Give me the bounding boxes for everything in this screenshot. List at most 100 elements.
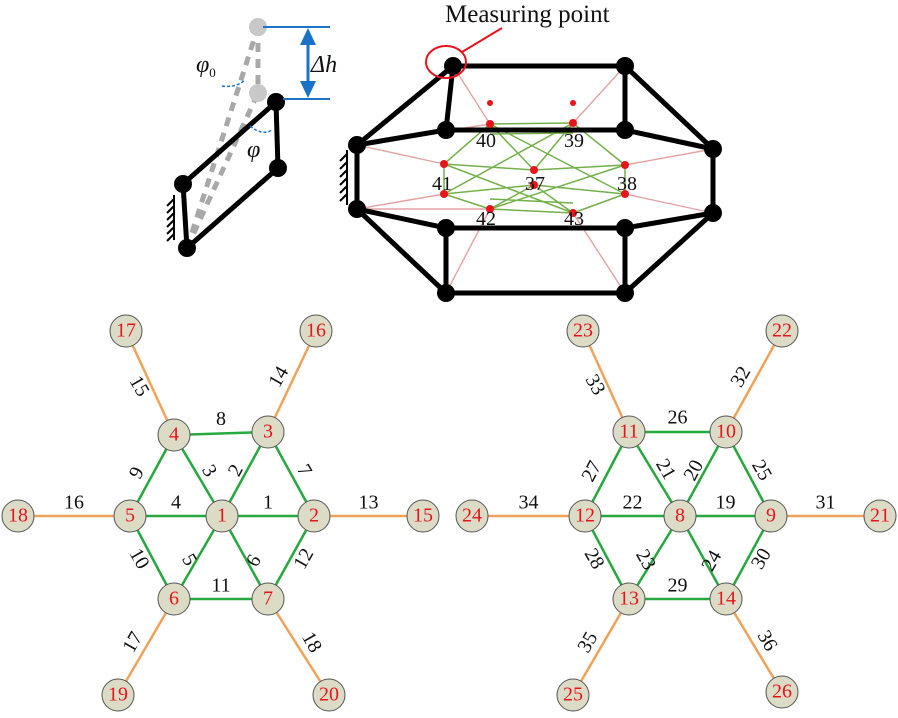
node-18	[1, 499, 35, 533]
member-14	[266, 330, 318, 433]
member-label-33: 33	[581, 371, 610, 399]
member-label-29: 29	[668, 575, 688, 597]
ghost-strut-top	[184, 26, 261, 249]
node-label-1: 1	[217, 505, 227, 527]
frame-node	[174, 175, 192, 193]
node-label-11: 11	[619, 421, 638, 443]
green-inner-net	[443, 122, 626, 214]
measuring-point-label: Measuring point	[445, 1, 610, 28]
node-label-26: 26	[772, 681, 792, 703]
node-4	[157, 418, 191, 452]
node-23	[566, 314, 600, 348]
member-36	[724, 598, 784, 693]
member-label-31: 31	[816, 492, 836, 514]
left-support-hatch	[339, 150, 348, 205]
node-19	[101, 678, 135, 712]
node-label-20: 20	[319, 684, 339, 706]
member-label-26: 26	[668, 407, 688, 429]
model-label-40: 40	[476, 130, 496, 152]
frame-node	[269, 159, 287, 177]
member-33	[581, 330, 631, 433]
node-label-15: 15	[413, 505, 433, 527]
node-label-14: 14	[716, 588, 736, 610]
node-17	[109, 314, 143, 348]
node-label-7: 7	[263, 588, 273, 610]
model-label-41: 41	[432, 173, 452, 195]
node-3	[251, 415, 285, 449]
member-15	[124, 330, 176, 436]
frame-node	[178, 239, 196, 257]
ghost-strut-bottom	[184, 91, 261, 250]
measuring-point-marker	[425, 45, 467, 79]
node-label-21: 21	[870, 505, 890, 527]
node-22	[765, 314, 799, 348]
member-label-21: 21	[651, 455, 680, 483]
member-label-4: 4	[171, 492, 181, 514]
model-label-42: 42	[476, 208, 496, 230]
member-label-9: 9	[125, 463, 149, 482]
ghost-node-mid	[249, 84, 267, 102]
member-35	[571, 598, 631, 696]
member-32	[724, 330, 784, 433]
node-label-24: 24	[462, 505, 482, 527]
node-11	[612, 415, 646, 449]
member-label-13: 13	[359, 492, 379, 514]
node-label-16: 16	[306, 320, 326, 342]
node-label-23: 23	[573, 320, 593, 342]
member-17	[116, 598, 176, 696]
model-label-38: 38	[617, 173, 637, 195]
node-label-12: 12	[575, 505, 595, 527]
node-9	[754, 499, 788, 533]
frame-back	[356, 65, 714, 293]
node-8	[663, 499, 697, 533]
node-label-9: 9	[766, 505, 776, 527]
model-label-37: 37	[525, 173, 545, 195]
member-label-20: 20	[679, 456, 708, 484]
node-label-5: 5	[125, 505, 135, 527]
red-net-nodes	[440, 100, 629, 217]
member-label-10: 10	[125, 545, 154, 573]
node-label-25: 25	[563, 684, 583, 706]
node-7	[251, 582, 285, 616]
member-label-6: 6	[242, 551, 266, 571]
node-14	[709, 582, 743, 616]
dimension-arrowhead-up	[300, 28, 316, 45]
member-label-24: 24	[697, 547, 726, 575]
phi0-label: φ0	[196, 52, 216, 80]
member-label-19: 19	[716, 492, 736, 514]
member-18	[266, 598, 331, 696]
node-label-6: 6	[169, 588, 179, 610]
ghost-node-top	[249, 18, 267, 36]
node-label-17: 17	[116, 320, 136, 342]
member-label-8: 8	[216, 408, 226, 430]
frame-node	[267, 93, 285, 111]
member-label-2: 2	[224, 461, 248, 480]
hexagonal-cable-net-model: Measuring point 40 39 41 37 38 42 43	[339, 1, 722, 302]
node-12	[568, 499, 602, 533]
deformation-detail: φ0 Δh φ	[166, 18, 337, 257]
node-20	[312, 678, 346, 712]
member-label-34: 34	[519, 492, 539, 514]
member-label-12: 12	[289, 545, 318, 573]
node-label-4: 4	[169, 424, 179, 446]
member-label-1: 1	[263, 492, 273, 514]
node-15	[406, 499, 440, 533]
phi-label: φ	[247, 137, 260, 163]
measuring-point-leader	[461, 27, 503, 53]
node-10	[709, 415, 743, 449]
node-16	[299, 314, 333, 348]
model-label-43: 43	[564, 208, 584, 230]
member-label-27: 27	[577, 457, 606, 485]
angle-arc-phi0	[221, 79, 246, 88]
node-label-10: 10	[716, 421, 736, 443]
member-label-11: 11	[211, 575, 230, 597]
model-label-39: 39	[564, 130, 584, 152]
node-label-13: 13	[619, 588, 639, 610]
member-label-30: 30	[747, 545, 776, 573]
node-26	[765, 675, 799, 709]
node-label-22: 22	[772, 320, 792, 342]
member-label-16: 16	[64, 492, 84, 514]
